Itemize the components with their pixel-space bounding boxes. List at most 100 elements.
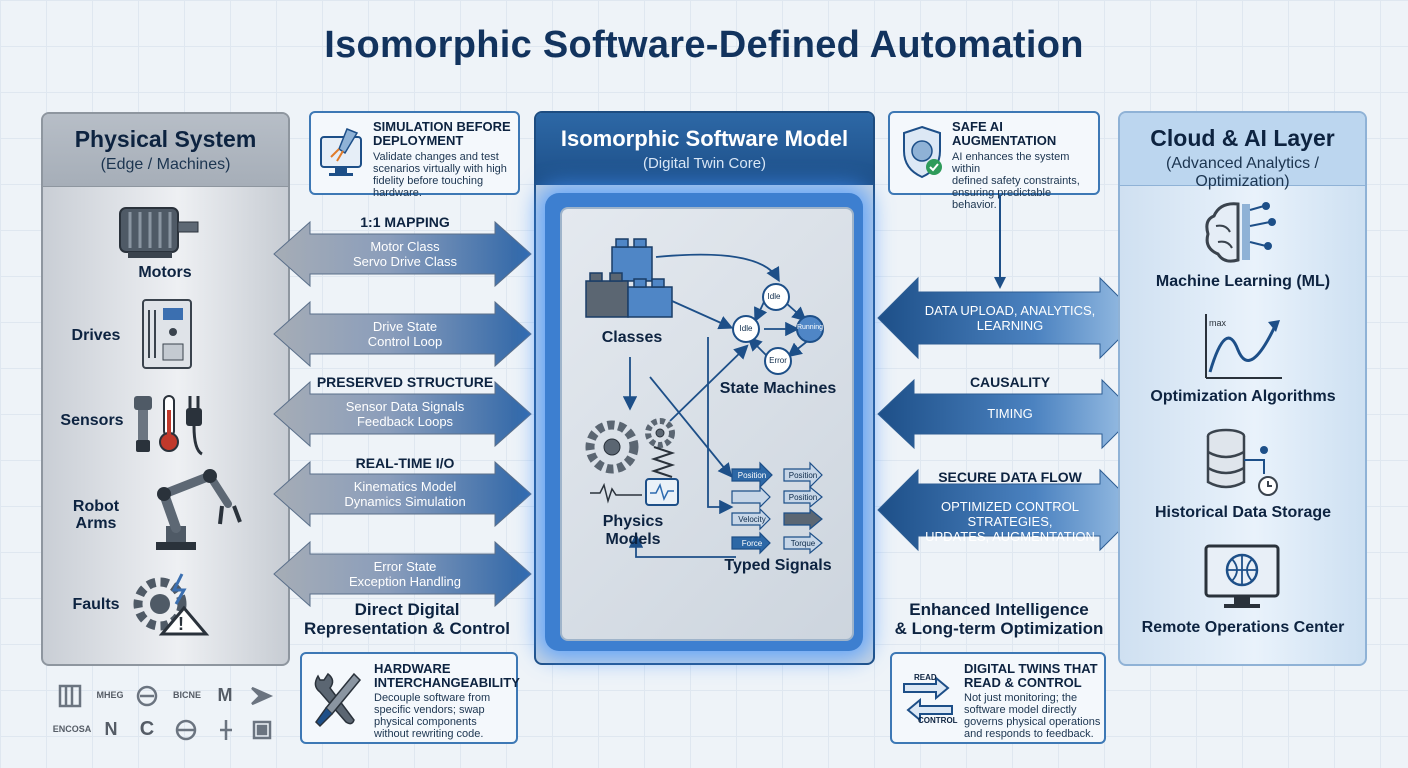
simulation-body: Validate changes and test scenarios virt…	[373, 151, 507, 199]
shield-brain-icon	[903, 125, 942, 179]
core-state-machines-label: State Machines	[719, 380, 837, 397]
hardware-body: Decouple software from specific vendors;…	[374, 692, 491, 740]
arrow-drive-state: Drive State Control Loop	[367, 319, 443, 349]
cloud-header: Cloud & AI Layer (Advanced Analytics / O…	[1120, 113, 1365, 190]
core-physics-models-label: Physics Models	[602, 513, 664, 548]
safe-ai-title: SAFE AI AUGMENTATION	[952, 119, 1057, 148]
signal-right: Torque	[790, 539, 816, 548]
vendor-logo: N	[104, 719, 118, 739]
core-subtitle: (Digital Twin Core)	[642, 155, 767, 172]
wrench-screwdriver-icon	[314, 672, 362, 728]
core-typed-signals-label: Typed Signals	[724, 557, 832, 574]
vendor-logo	[212, 718, 238, 740]
digital-twins-body: Not just monitoring; the software model …	[964, 692, 1101, 740]
arrow-optimized-control: OPTIMIZED CONTROL STRATEGIES, UPDATES, A…	[925, 499, 1095, 544]
physical-item-sensors: Sensors	[60, 412, 124, 429]
state-running	[796, 315, 824, 343]
core-classes-label: Classes	[601, 329, 663, 346]
chart-max-label: max	[1209, 318, 1227, 328]
arrow-error-state: Error State Exception Handling	[348, 559, 462, 589]
right-arrows	[877, 276, 1141, 552]
physical-title: Physical System	[74, 126, 257, 152]
vendor-logo: ENCOSA	[52, 724, 92, 734]
physical-header: Physical System (Edge / Machines)	[43, 114, 288, 187]
arrow-sensor-data: Sensor Data Signals Feedback Loops	[345, 399, 465, 429]
core-title: Isomorphic Software Model	[560, 126, 849, 151]
robot-arm-icon	[156, 469, 242, 550]
digital-twins-title: DIGITAL TWINS THAT READ & CONTROL	[964, 661, 1098, 690]
safe-ai-body: AI enhances the system within defined sa…	[952, 151, 1080, 211]
cloud-title: Cloud & AI Layer	[1150, 125, 1335, 151]
simulation-box: SIMULATION BEFORE DEPLOYMENT Validate ch…	[309, 111, 520, 199]
physical-system-panel: Physical System (Edge / Machines)	[41, 112, 290, 666]
state-error	[764, 347, 792, 375]
arrow-kinematics: Kinematics Model Dynamics Simulation	[344, 479, 466, 509]
safe-ai-connector-arrow	[994, 195, 1006, 289]
vendor-logo: C	[139, 718, 155, 740]
vendor-logo	[250, 684, 276, 706]
sensors-icon	[134, 395, 203, 456]
state-running-label: Running	[796, 324, 824, 331]
vendor-logo: MHEG	[96, 690, 124, 700]
physical-item-drives: Drives	[71, 327, 121, 344]
physical-item-robot-arms: Robot Arms	[72, 498, 120, 532]
hardware-box: HARDWARE INTERCHANGEABILITY Decouple sof…	[300, 652, 520, 744]
simulation-title: SIMULATION BEFORE DEPLOYMENT	[373, 119, 511, 148]
cloud-item-remote-ops: Remote Operations Center	[1141, 619, 1345, 636]
core-header: Isomorphic Software Model (Digital Twin …	[536, 113, 873, 185]
state-error-label: Error	[769, 356, 787, 365]
arrow-data-upload: DATA UPLOAD, ANALYTICS, LEARNING	[924, 303, 1096, 333]
signal-left: Velocity	[738, 515, 766, 524]
classes-icon	[585, 238, 673, 318]
label-preserved-structure: PRESERVED STRUCTURE	[316, 374, 494, 390]
core-diagram	[585, 238, 824, 558]
vendor-logo	[58, 684, 84, 706]
label-1-1-mapping: 1:1 MAPPING	[360, 214, 450, 230]
state-idle-top	[762, 283, 790, 311]
physical-item-faults: Faults	[72, 596, 120, 613]
cloud-subtitle: (Advanced Analytics / Optimization)	[1166, 155, 1319, 190]
vendor-logo	[250, 718, 276, 740]
left-arrows	[273, 220, 532, 608]
right-footer: Enhanced Intelligence & Long-term Optimi…	[894, 600, 1104, 638]
state-idle-label: Idle	[739, 324, 753, 333]
arrow-timing: TIMING	[987, 406, 1033, 421]
physics-icon	[585, 418, 675, 474]
cloud-item-ml: Machine Learning (ML)	[1155, 273, 1331, 290]
database-icon	[1206, 428, 1278, 496]
safe-ai-box: SAFE AI AUGMENTATION AI enhances the sys…	[888, 111, 1100, 211]
motor-icon	[119, 207, 199, 258]
vendor-logo: M	[217, 685, 233, 705]
page-title: Isomorphic Software-Defined Automation	[324, 24, 1084, 66]
cloud-item-optimization: Optimization Algorithms	[1150, 388, 1336, 405]
read-label: READ	[914, 673, 937, 682]
hardware-title: HARDWARE INTERCHANGEABILITY	[374, 661, 520, 690]
physical-item-motors: Motors	[138, 264, 192, 281]
state-idle-left	[732, 315, 760, 343]
vendor-logo: BICNE	[172, 690, 201, 700]
vendor-logo	[134, 684, 160, 706]
signal-left: Force	[741, 539, 763, 548]
faults-icon: !	[133, 573, 210, 636]
rocket-monitor-icon	[320, 128, 362, 176]
optimization-chart-icon	[1205, 314, 1282, 379]
svg-text:!: !	[178, 614, 184, 634]
globe-monitor-icon	[1204, 544, 1280, 608]
label-causality: CAUSALITY	[969, 374, 1051, 390]
state-idle-label: Idle	[767, 292, 781, 301]
signal-right: Position	[788, 471, 818, 480]
label-real-time-io: REAL-TIME I/O	[355, 455, 455, 471]
cloud-item-historical: Historical Data Storage	[1154, 504, 1332, 521]
digital-twins-box: READ CONTROL DIGITAL TWINS THAT READ & C…	[890, 652, 1106, 744]
drive-icon	[142, 299, 192, 369]
vendor-logo	[172, 718, 198, 740]
signal-left: Position	[737, 471, 767, 480]
brain-icon	[1205, 202, 1276, 263]
label-secure-data-flow: SECURE DATA FLOW	[938, 469, 1082, 485]
left-footer: Direct Digital Representation & Control	[304, 600, 510, 638]
arrow-motor-class: Motor Class Servo Drive Class	[352, 239, 458, 269]
physical-subtitle: (Edge / Machines)	[100, 156, 231, 173]
signal-right: Position	[788, 493, 818, 502]
control-label: CONTROL	[918, 716, 958, 725]
read-control-arrows-icon	[903, 675, 953, 722]
